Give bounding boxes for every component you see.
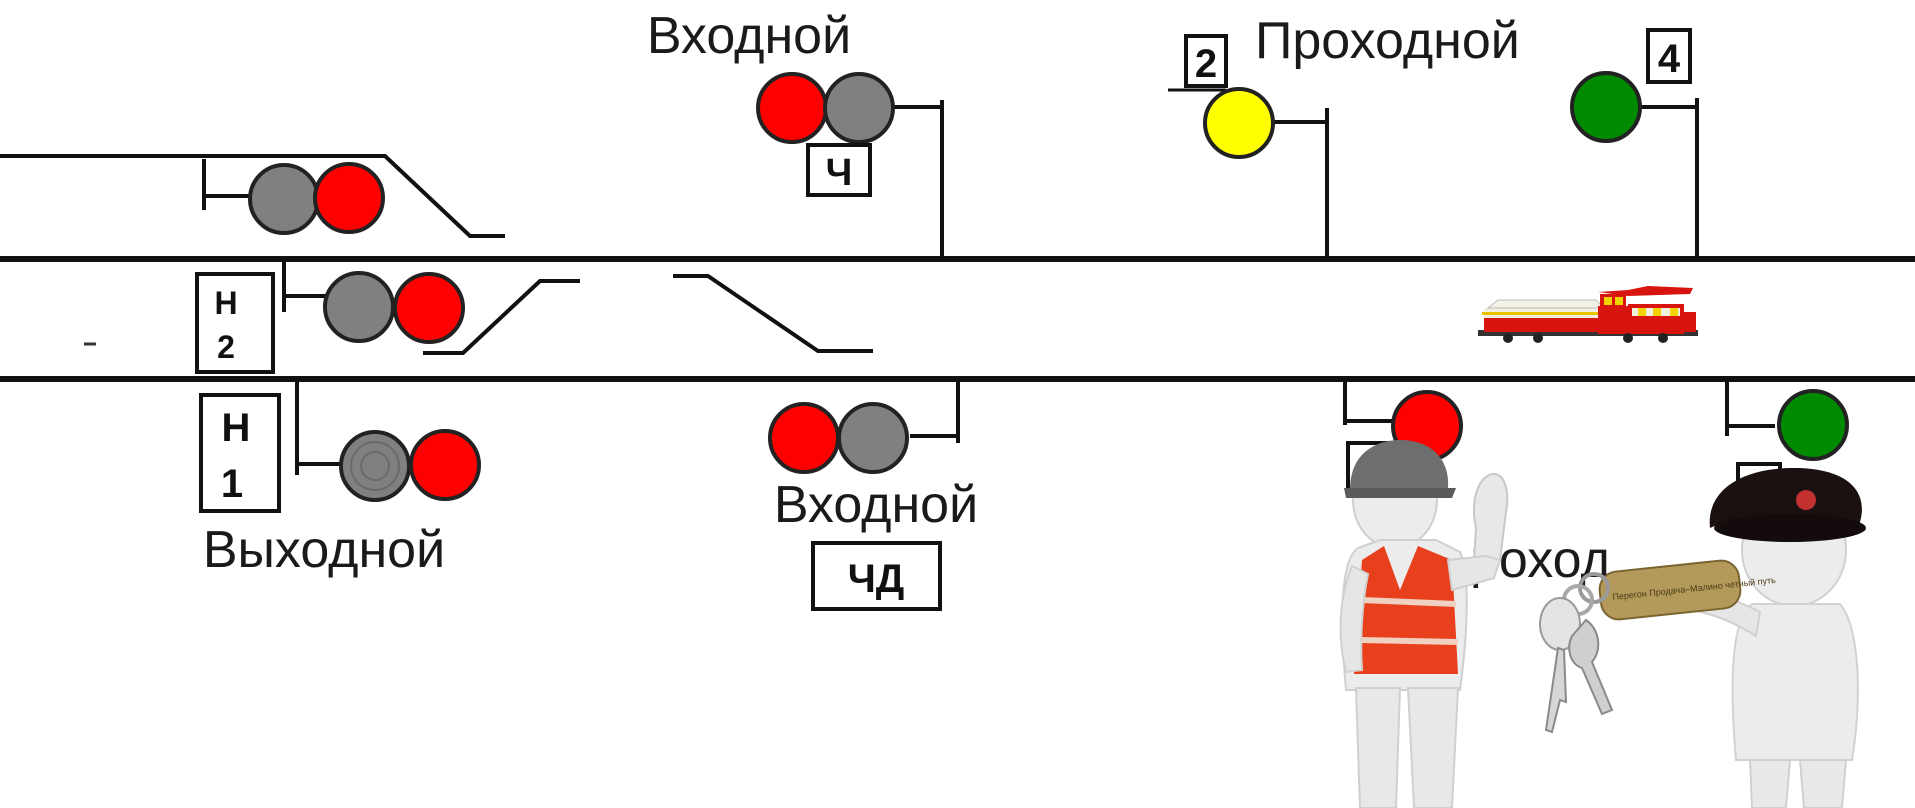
duty-officer-figure-icon [1699, 468, 1866, 808]
lamp-ring-detail [360, 451, 390, 481]
exit-signal-n1: Н 1 Выходной [199, 382, 481, 579]
exit-n1-plate-line2: 1 [221, 462, 243, 506]
entry-lower-plate-text: ЧД [848, 557, 905, 601]
lamp-ring-detail [350, 441, 400, 491]
gray-lamp [823, 72, 895, 144]
worker-figure-icon [1339, 440, 1509, 808]
exit-n1-plate [199, 393, 281, 513]
passage-2-number: 2 [1195, 42, 1217, 86]
entry-upper-plate-text: Ч [826, 152, 853, 194]
keys-icon: Перегон Продача–Малино четный путь [1539, 559, 1776, 734]
red-lamp [313, 162, 385, 234]
switch-left [423, 279, 580, 355]
exit-n2-plate-line2: 2 [217, 329, 235, 365]
red-lamp [768, 402, 840, 474]
passage-signal-4: 4 [1570, 28, 1699, 256]
exit-signal-n2: Н 2 [195, 262, 465, 374]
passage-4-number: 4 [1658, 37, 1681, 81]
green-lamp [1570, 71, 1642, 143]
key-tag [1598, 559, 1742, 621]
entry-upper-title: Входной [647, 7, 851, 65]
passage-4-number-plate [1646, 28, 1692, 84]
gray-lamp [248, 163, 320, 235]
entry-lower-title: Входной [774, 476, 978, 534]
passage-signal-2: Проходной 2 [1168, 12, 1520, 256]
red-lamp [393, 272, 465, 344]
red-lamp [756, 72, 828, 144]
entry-upper-plate [806, 143, 872, 197]
exit-n1-title: Выходной [203, 521, 445, 579]
shunt-signal-upper [202, 159, 385, 235]
upper-siding [0, 154, 505, 238]
entry-signal-lower: Входной ЧД [768, 382, 978, 611]
switch-right [673, 274, 873, 353]
entry-lower-plate [811, 541, 942, 611]
passage-2-number-plate [1184, 34, 1228, 88]
exit-n1-plate-line1: Н [222, 406, 251, 450]
entry-signal-upper: Входной Ч [647, 7, 944, 256]
yellow-lamp [1203, 87, 1275, 159]
gray-lamp [837, 402, 909, 474]
exit-n2-plate-line1: Н [214, 285, 237, 321]
tracks [0, 154, 1915, 382]
exit-n2-plate [195, 272, 275, 374]
passage-2-title: Проходной [1255, 12, 1520, 70]
green-lamp [1777, 389, 1849, 461]
gray-lamp [323, 271, 395, 343]
locomotive-icon [1478, 286, 1698, 343]
red-lamp [409, 429, 481, 501]
